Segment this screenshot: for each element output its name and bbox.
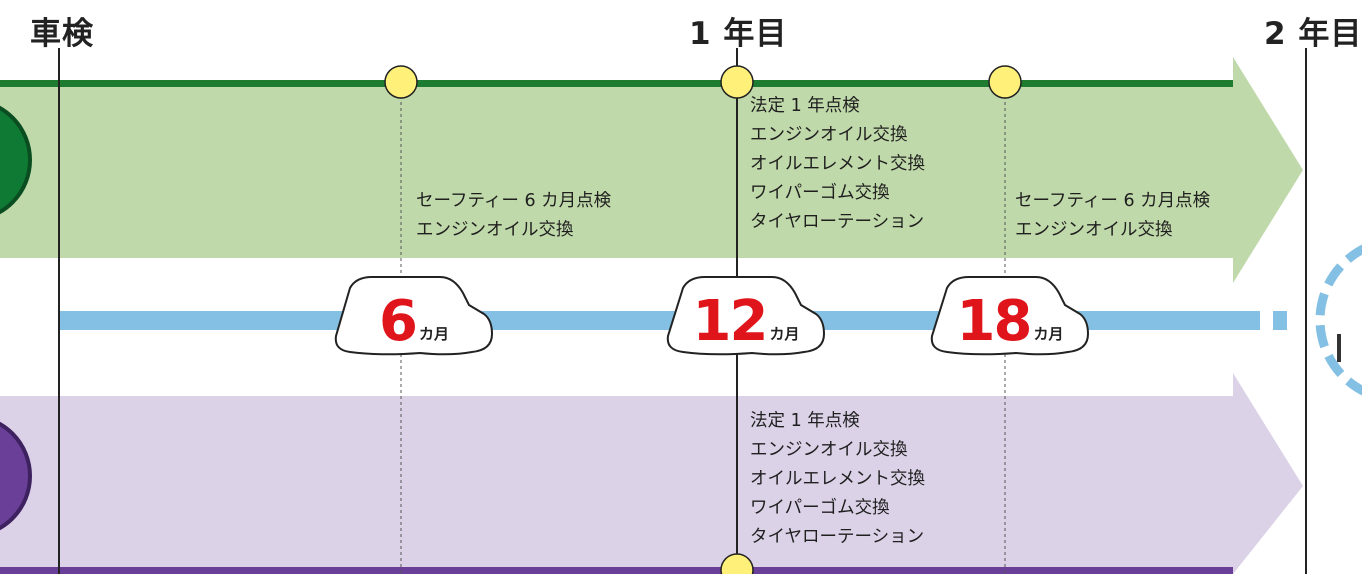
car-badge-12-shape [666,276,826,356]
list-item: 法定 1 年点検 [750,411,860,431]
list-item: オイルエレメント交換 [750,469,925,489]
blue-dash [1273,311,1287,330]
green-plan-band [0,57,1303,283]
list-item: セーフティー 6 カ月点検 [416,191,612,211]
list-item: 法定 1 年点検 [750,96,860,116]
car-badge-18-shape [930,276,1090,356]
list-item: エンジンオイル交換 [750,125,908,145]
upper-month18-items: セーフティー 6 カ月点検 エンジンオイル交換 [1015,187,1210,245]
car-badge-12: 12 カ月 [670,277,822,353]
badge-number: 6 [379,289,418,354]
list-item: エンジンオイル交換 [1015,220,1173,240]
purple-plan-circle [0,421,32,531]
badge-unit: カ月 [1033,325,1064,343]
car-badge-6-shape [334,276,494,356]
list-item: オイルエレメント交換 [750,154,925,174]
month6-dot [384,65,418,99]
marker-year1: 1 年目 [689,16,788,52]
marker-shaken: 車検 [30,16,94,52]
car-badge-6: 6 カ月 [338,277,490,353]
list-item: セーフティー 6 カ月点検 [1015,191,1211,211]
badge-unit: カ月 [769,325,800,343]
car-badge-18: 18 カ月 [934,277,1086,353]
badge-unit: カ月 [418,325,449,343]
list-item: ワイパーゴム交換 [750,498,890,518]
month12-dot [720,65,754,99]
next-plan-mark [1337,334,1341,362]
list-item: タイヤローテーション [750,527,925,547]
green-plan-circle [0,105,32,215]
list-item: ワイパーゴム交換 [750,183,890,203]
purple-plan-line [0,567,1233,574]
badge-number: 12 [692,289,769,354]
list-item: タイヤローテーション [750,212,925,232]
lower-month12-dot [720,553,754,574]
list-item: エンジンオイル交換 [416,220,574,240]
badge-number: 18 [956,289,1033,354]
lower-month12-items: 法定 1 年点検 エンジンオイル交換 オイルエレメント交換 ワイパーゴム交換 タ… [750,407,925,552]
upper-month12-items: 法定 1 年点検 エンジンオイル交換 オイルエレメント交換 ワイパーゴム交換 タ… [750,92,925,237]
next-plan-circle [1315,244,1362,396]
list-item: エンジンオイル交換 [750,440,908,460]
marker-year2: 2 年目 [1264,16,1362,52]
month18-dot [988,65,1022,99]
upper-month6-items: セーフティー 6 カ月点検 エンジンオイル交換 [416,187,611,245]
purple-plan-band [0,373,1303,574]
green-plan-line [0,80,1233,87]
